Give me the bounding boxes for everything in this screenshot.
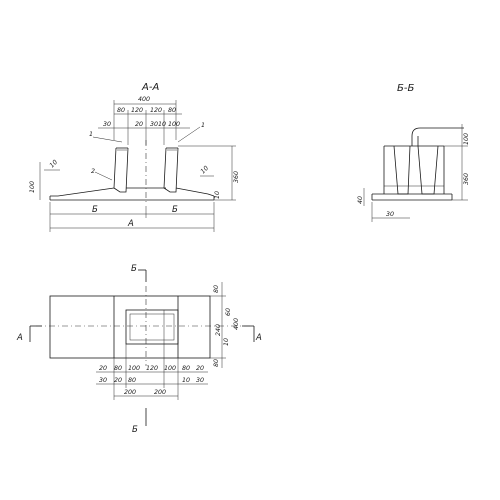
callout-leader <box>92 136 123 143</box>
dim-80b: 80 <box>168 107 176 114</box>
dim-plan-b3: 100 <box>128 365 140 372</box>
dim-360: 360 <box>233 171 240 183</box>
dim-100: 100 <box>168 121 180 128</box>
dim-20: 20 <box>135 121 143 128</box>
lifting-loop <box>411 127 464 146</box>
dim-plan-b11: 10 <box>182 377 190 384</box>
base-slope-right <box>175 187 215 197</box>
dim-10-right: 10 <box>199 165 210 176</box>
dim-plan-r2: 60 <box>225 308 232 316</box>
dim-plan-b9: 20 <box>114 377 122 384</box>
dim-plan-b7: 20 <box>196 365 204 372</box>
dim-plan-b8: 30 <box>99 377 107 384</box>
dim-plan-r5: 10 <box>223 338 230 346</box>
dim-10a: 10 <box>158 121 166 128</box>
section-aa-title: А-А <box>141 82 159 93</box>
callout-1b: 1 <box>201 122 205 129</box>
dim-a: А <box>127 219 134 229</box>
callout-leader <box>94 171 113 181</box>
section-bb-title: Б-Б <box>397 83 414 94</box>
dim-plan-b12: 30 <box>196 377 204 384</box>
right-wall <box>163 147 179 193</box>
section-bb: Б-Б 100 360 40 30 <box>357 83 470 222</box>
dim-plan-b2: 80 <box>114 365 122 372</box>
callout-leader <box>177 126 201 143</box>
plan-inner-box <box>125 309 179 345</box>
dim-bb-40: 40 <box>357 196 364 204</box>
dim-80a: 80 <box>117 107 125 114</box>
plan-slab <box>49 295 211 359</box>
dim-plan-b5: 100 <box>164 365 176 372</box>
dim-plan-r1: 80 <box>213 285 220 293</box>
dim-100-left: 100 <box>29 181 36 193</box>
dim-bb-100: 100 <box>463 133 470 145</box>
section-aa: А-А 400 80 120 120 80 30 20 30 10 100 1 … <box>29 82 240 232</box>
dim-plan-b6: 80 <box>182 365 190 372</box>
dim-30b: 30 <box>150 121 158 128</box>
plan-view: Б Б А А 80 60 240 400 10 80 <box>16 264 262 435</box>
callout-1a: 1 <box>89 131 93 138</box>
bb-left-part <box>393 145 411 195</box>
callout-2: 2 <box>91 168 95 175</box>
dim-plan-b1: 20 <box>99 365 107 372</box>
plan-inner-box-2 <box>129 313 175 341</box>
dim-plan-b10: 80 <box>128 377 136 384</box>
cut-label-a-right: А <box>255 333 262 343</box>
dim-120a: 120 <box>131 107 143 114</box>
dim-10-left: 10 <box>48 159 59 170</box>
dim-plan-s2: 200 <box>154 389 166 396</box>
dim-bb-30: 30 <box>386 211 394 218</box>
dim-bb-360: 360 <box>463 173 470 185</box>
bb-right-part <box>417 145 439 195</box>
dim-30a: 30 <box>103 121 111 128</box>
cut-label-a-left: А <box>16 333 23 343</box>
dim-120b: 120 <box>150 107 162 114</box>
dim-plan-r3: 240 <box>215 324 222 336</box>
dim-plan-s1: 200 <box>124 389 136 396</box>
dim-plan-r4: 400 <box>233 318 240 330</box>
dim-b1: Б <box>92 205 98 215</box>
dim-400: 400 <box>138 96 150 103</box>
left-wall <box>113 147 129 193</box>
dim-b2: Б <box>172 205 178 215</box>
dim-plan-r6: 80 <box>213 359 220 367</box>
cut-label-b-top: Б <box>131 264 137 274</box>
cut-label-b-bottom: Б <box>132 425 138 435</box>
dim-10-right-b: 10 <box>214 191 221 199</box>
dim-plan-b4: 120 <box>146 365 158 372</box>
base-slope-left <box>50 187 115 197</box>
